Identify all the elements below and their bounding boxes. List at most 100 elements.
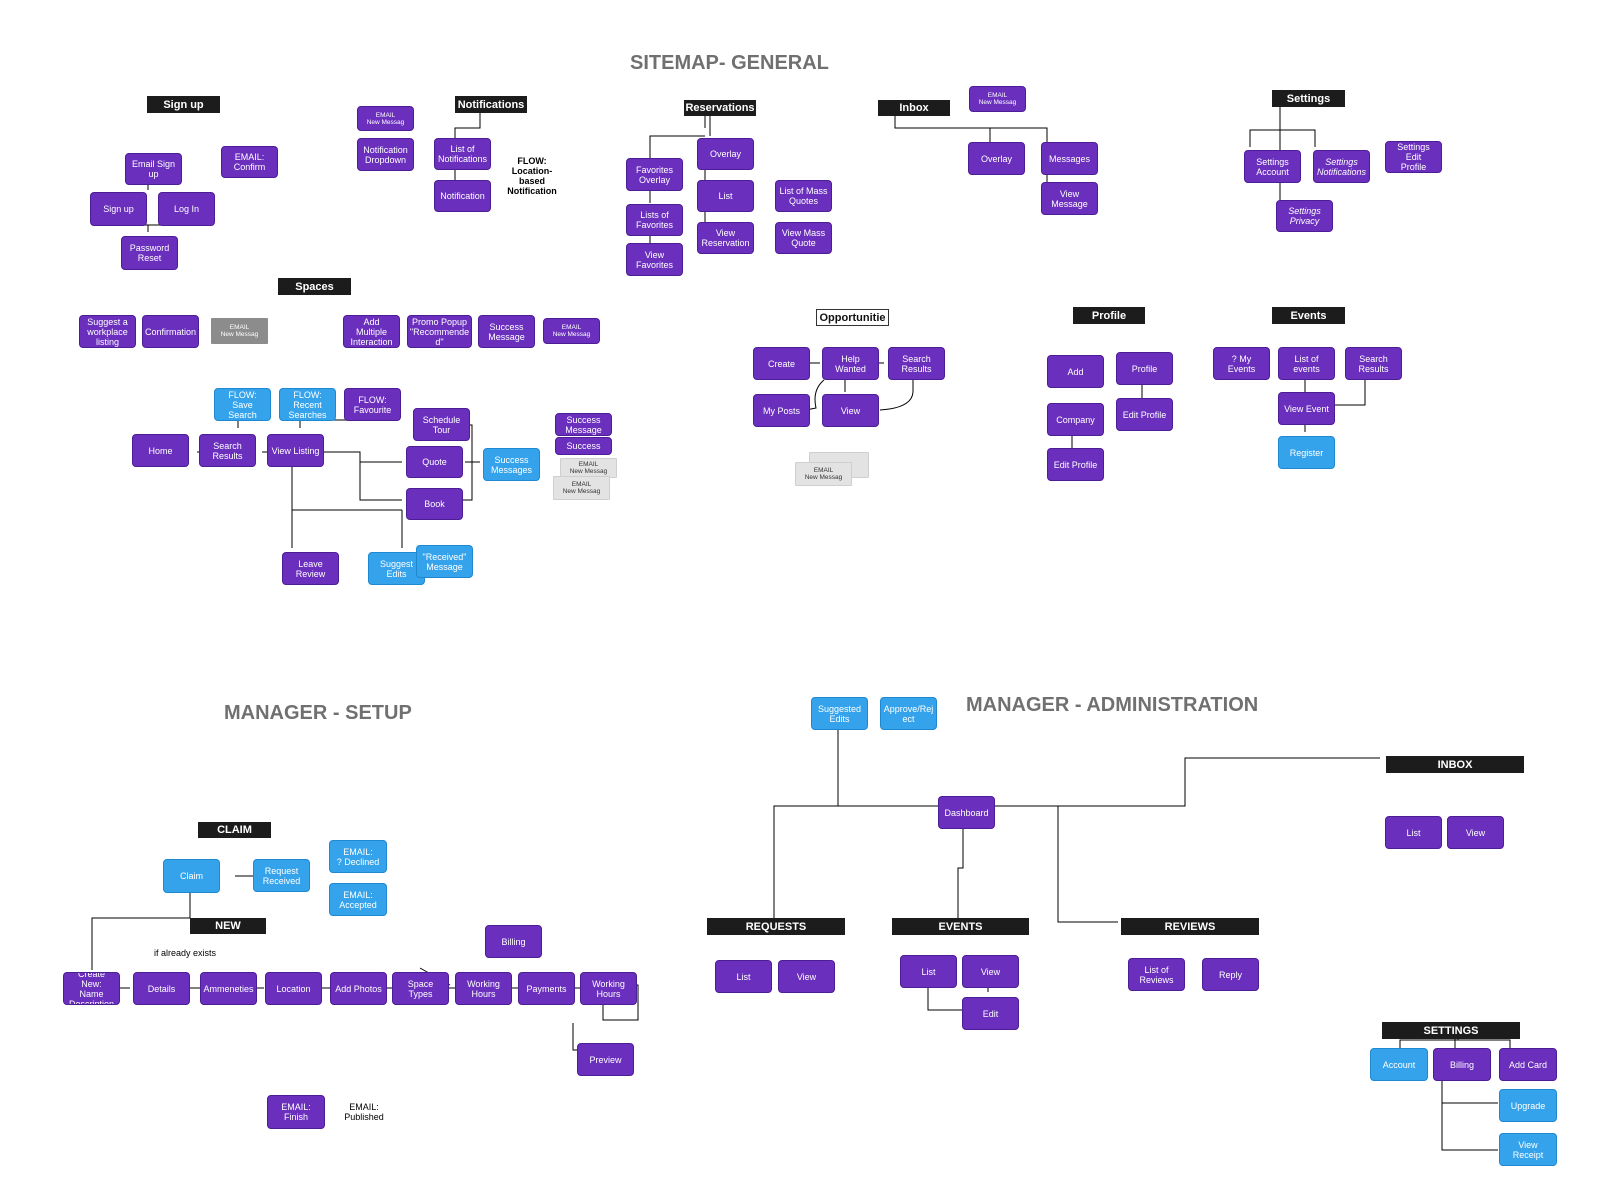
view-event-node[interactable]: View Event	[1278, 392, 1335, 425]
quote-node[interactable]: Quote	[406, 446, 463, 478]
email-accepted-node[interactable]: EMAIL: Accepted	[329, 883, 387, 916]
flow-save-search-node[interactable]: FLOW: Save Search	[214, 388, 271, 421]
account-node[interactable]: Account	[1370, 1048, 1428, 1081]
inbox-overlay-node[interactable]: Overlay	[968, 142, 1025, 175]
header-reservations: Reservations	[684, 100, 756, 116]
success-stack-node[interactable]: Success	[555, 437, 612, 455]
events-view-node[interactable]: View	[962, 955, 1019, 988]
suggest-workplace-node[interactable]: Suggest a workplace listing	[79, 315, 136, 348]
view-mass-quote-node[interactable]: View Mass Quote	[775, 222, 832, 254]
list-of-notifications-node[interactable]: List of Notifications	[434, 138, 491, 170]
preview-node[interactable]: Preview	[577, 1043, 634, 1076]
list-of-reviews-node[interactable]: List of Reviews	[1128, 958, 1185, 991]
edit-profile-node[interactable]: Edit Profile	[1116, 398, 1173, 431]
spaces-email-new-message-node[interactable]: EMAIL New Messag	[211, 318, 268, 344]
success-messages-node[interactable]: Success Messages	[483, 448, 540, 481]
register-node[interactable]: Register	[1278, 436, 1335, 469]
success-message-stack-node[interactable]: Success Message	[555, 413, 612, 436]
overlay-node[interactable]: Overlay	[697, 138, 754, 170]
suggest-edits-node[interactable]: Suggest Edits	[368, 552, 425, 585]
view-receipt-node[interactable]: View Receipt	[1499, 1133, 1557, 1166]
email-signup-node[interactable]: Email Sign up	[125, 153, 182, 185]
view-listing-node[interactable]: View Listing	[267, 434, 324, 467]
confirmation-node[interactable]: Confirmation	[142, 315, 199, 348]
email-finish-node[interactable]: EMAIL: Finish	[267, 1095, 325, 1129]
email-stack-2-node[interactable]: EMAIL New Messag	[553, 476, 610, 500]
view-message-node[interactable]: View Message	[1041, 182, 1098, 215]
messages-node[interactable]: Messages	[1041, 142, 1098, 175]
request-received-node[interactable]: Request Received	[253, 859, 310, 892]
title-sitemap-general: SITEMAP- GENERAL	[630, 52, 829, 74]
lists-of-favorites-node[interactable]: Lists of Favorites	[626, 204, 683, 236]
opportunities-search-results-node[interactable]: Search Results	[888, 347, 945, 380]
working-hours-2-node[interactable]: Working Hours	[580, 972, 637, 1005]
email-confirm-node[interactable]: EMAIL: Confirm	[221, 146, 278, 178]
success-message-node[interactable]: Success Message	[478, 315, 535, 348]
requests-list-node[interactable]: List	[715, 960, 772, 993]
reply-node[interactable]: Reply	[1202, 958, 1259, 991]
opportunities-view-node[interactable]: View	[822, 394, 879, 427]
list-node[interactable]: List	[697, 180, 754, 212]
create-node[interactable]: Create	[753, 347, 810, 380]
flow-recent-searches-node[interactable]: FLOW: Recent Searches	[279, 388, 336, 421]
settings-edit-profile-node[interactable]: Settings Edit Profile	[1385, 141, 1442, 173]
received-message-node[interactable]: "Received" Message	[416, 545, 473, 578]
settings-privacy-node[interactable]: Settings Privacy	[1276, 200, 1333, 232]
promo-popup-node[interactable]: Promo Popup "Recommende d"	[407, 315, 472, 348]
settings-billing-node[interactable]: Billing	[1433, 1048, 1491, 1081]
home-node[interactable]: Home	[132, 434, 189, 467]
create-new-node[interactable]: Create New: Name Description	[63, 972, 120, 1005]
profile-node[interactable]: Profile	[1116, 352, 1173, 385]
flow-favourite-node[interactable]: FLOW: Favourite	[344, 388, 401, 421]
favorites-overlay-node[interactable]: Favorites Overlay	[626, 158, 683, 191]
list-of-events-node[interactable]: List of events	[1278, 347, 1335, 380]
password-reset-node[interactable]: Password Reset	[121, 236, 178, 270]
profile-edit-profile-node[interactable]: Edit Profile	[1047, 448, 1104, 481]
signup-node[interactable]: Sign up	[90, 192, 147, 226]
events-list-node[interactable]: List	[900, 955, 957, 988]
suggested-edits-node[interactable]: Suggested Edits	[811, 697, 868, 730]
settings-notifications-node[interactable]: Settings Notifications	[1313, 150, 1370, 183]
upgrade-node[interactable]: Upgrade	[1499, 1089, 1557, 1122]
view-reservation-node[interactable]: View Reservation	[697, 222, 754, 254]
working-hours-node[interactable]: Working Hours	[455, 972, 512, 1005]
book-node[interactable]: Book	[406, 488, 463, 520]
location-node[interactable]: Location	[265, 972, 322, 1005]
requests-view-node[interactable]: View	[778, 960, 835, 993]
approve-reject-node[interactable]: Approve/Rej ect	[880, 697, 937, 730]
list-mass-quotes-node[interactable]: List of Mass Quotes	[775, 180, 832, 212]
add-photos-node[interactable]: Add Photos	[330, 972, 387, 1005]
settings-account-node[interactable]: Settings Account	[1244, 150, 1301, 183]
events-edit-node[interactable]: Edit	[962, 997, 1019, 1030]
payments-node[interactable]: Payments	[518, 972, 575, 1005]
mgr-inbox-view-node[interactable]: View	[1447, 816, 1504, 849]
inbox-email-new-message-node[interactable]: EMAIL New Messag	[969, 86, 1026, 112]
notification-dropdown-node[interactable]: Notification Dropdown	[357, 138, 414, 171]
leave-review-node[interactable]: Leave Review	[282, 552, 339, 585]
schedule-tour-node[interactable]: Schedule Tour	[413, 408, 470, 441]
email-stack-1-node[interactable]: EMAIL New Messag	[560, 458, 617, 478]
login-node[interactable]: Log In	[158, 192, 215, 226]
company-node[interactable]: Company	[1047, 403, 1104, 436]
my-events-node[interactable]: ? My Events	[1213, 347, 1270, 380]
mgr-inbox-list-node[interactable]: List	[1385, 816, 1442, 849]
add-card-node[interactable]: Add Card	[1499, 1048, 1557, 1081]
help-wanted-node[interactable]: Help Wanted	[822, 347, 879, 380]
email-declined-node[interactable]: EMAIL: ? Declined	[329, 840, 387, 873]
space-types-node[interactable]: Space Types	[392, 972, 449, 1005]
dashboard-node[interactable]: Dashboard	[938, 796, 995, 829]
details-node[interactable]: Details	[133, 972, 190, 1005]
view-favorites-node[interactable]: View Favorites	[626, 243, 683, 276]
claim-node[interactable]: Claim	[163, 859, 220, 893]
my-posts-node[interactable]: My Posts	[753, 394, 810, 427]
email-new-message-node[interactable]: EMAIL New Messag	[357, 106, 414, 131]
add-multiple-interaction-node[interactable]: Add Multiple Interaction	[343, 315, 400, 348]
spaces-email-new-message-2-node[interactable]: EMAIL New Messag	[543, 318, 600, 344]
notification-node[interactable]: Notification	[434, 180, 491, 212]
opportunities-email-node[interactable]: EMAIL New Messag	[795, 462, 852, 486]
search-results-node[interactable]: Search Results	[199, 434, 256, 467]
events-search-results-node[interactable]: Search Results	[1345, 347, 1402, 380]
billing-node[interactable]: Billing	[485, 925, 542, 958]
ammeneties-node[interactable]: Ammeneties	[200, 972, 257, 1005]
add-node[interactable]: Add	[1047, 355, 1104, 388]
